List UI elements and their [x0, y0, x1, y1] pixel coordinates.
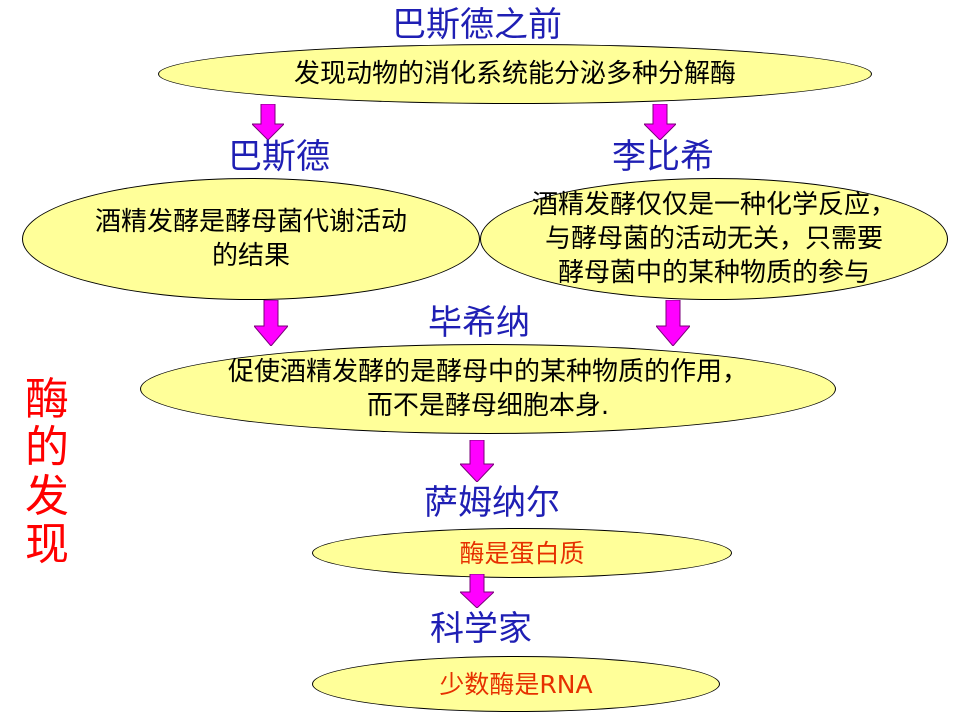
arrow-down-icon	[656, 300, 690, 346]
label-pasteur: 巴斯德	[228, 137, 330, 177]
oval-pasteur: 酒精发酵是酵母菌代谢活动 的结果	[22, 178, 480, 300]
arrow-down-icon	[460, 440, 494, 482]
oval-scientists: 少数酶是RNA	[312, 656, 720, 712]
text-buchner-line-1: 促使酒精发酵的是酵母中的某种物质的作用，	[227, 356, 748, 387]
text-scientists: 少数酶是RNA	[439, 669, 593, 699]
arrow-down-icon	[254, 300, 288, 346]
text-liebig-line-2: 与酵母菌的活动无关，只需要	[544, 223, 883, 254]
vertical-title: 酶 的 发 现	[22, 374, 72, 571]
text-pasteur-line-1: 酒精发酵是酵母菌代谢活动	[94, 206, 407, 237]
arrow-down-icon	[460, 574, 494, 608]
title-char-2: 的	[25, 422, 69, 474]
label-before-pasteur: 巴斯德之前	[392, 5, 562, 45]
text-sumner: 酶是蛋白质	[459, 538, 585, 568]
text-buchner-line-2: 而不是酵母细胞本身.	[366, 391, 610, 421]
arrow-down-icon	[644, 104, 676, 140]
title-char-3: 发	[25, 470, 69, 522]
text-before-pasteur: 发现动物的消化系统能分泌多种分解酶	[293, 58, 736, 89]
title-char-4: 现	[25, 519, 69, 571]
title-char-1: 酶	[25, 374, 69, 425]
text-liebig-line-3: 酵母菌中的某种物质的参与	[557, 258, 870, 289]
oval-before-pasteur: 发现动物的消化系统能分泌多种分解酶	[158, 44, 872, 104]
label-sumner: 萨姆纳尔	[424, 483, 560, 523]
text-pasteur-line-2: 的结果	[211, 241, 290, 271]
text-liebig-line-1: 酒精发酵仅仅是一种化学反应，	[531, 189, 896, 220]
label-buchner: 毕希纳	[428, 303, 530, 343]
arrow-down-icon	[252, 104, 284, 140]
oval-liebig: 酒精发酵仅仅是一种化学反应， 与酵母菌的活动无关，只需要 酵母菌中的某种物质的参…	[480, 178, 948, 300]
label-scientists: 科学家	[430, 609, 532, 649]
oval-buchner: 促使酒精发酵的是酵母中的某种物质的作用， 而不是酵母细胞本身.	[140, 344, 836, 434]
label-liebig: 李比希	[612, 137, 714, 177]
oval-sumner: 酶是蛋白质	[312, 528, 732, 578]
